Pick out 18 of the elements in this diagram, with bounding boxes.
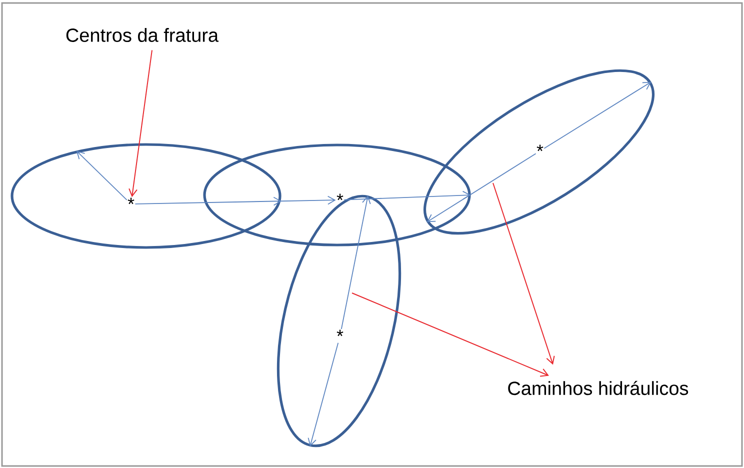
center-asterisk: * xyxy=(336,194,344,200)
center-asterisk: * xyxy=(128,198,134,204)
center-asterisk: * xyxy=(536,144,544,152)
arrow xyxy=(340,196,371,330)
arrow xyxy=(544,82,652,149)
caption-text: Caminhos hidráulicos xyxy=(508,380,688,396)
center-asterisk: * xyxy=(336,330,344,336)
arrow xyxy=(308,342,339,446)
caption-text: Centros da fratura xyxy=(66,28,219,42)
leader-arrow xyxy=(128,50,152,198)
arrow xyxy=(76,150,128,200)
arrow xyxy=(344,190,471,200)
ellipse xyxy=(203,144,471,246)
arrow xyxy=(426,153,536,222)
arrow xyxy=(134,196,336,206)
ellipse xyxy=(10,143,282,249)
leader-arrow xyxy=(492,182,555,365)
leader-arrow xyxy=(352,292,549,377)
